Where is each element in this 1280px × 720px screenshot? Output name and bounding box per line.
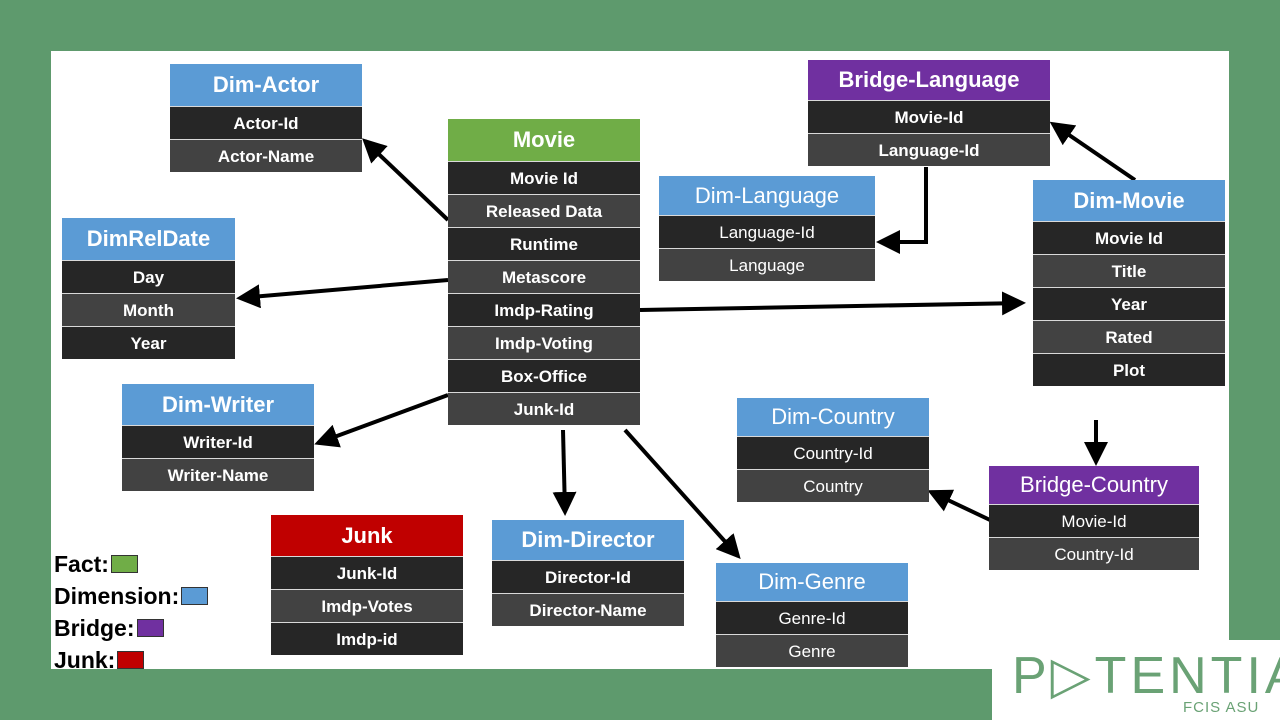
legend-swatch-junk bbox=[117, 651, 145, 669]
table-dim-language: Dim-Language Language-Id Language bbox=[659, 176, 875, 281]
potentia-logo: P▷TENTIA bbox=[1012, 647, 1280, 705]
table-row: Rated bbox=[1033, 320, 1225, 353]
table-dim-genre: Dim-Genre Genre-Id Genre bbox=[716, 563, 908, 667]
legend-item-dimension: Dimension: bbox=[54, 580, 209, 612]
table-row: Country-Id bbox=[989, 537, 1199, 570]
table-row: Language-Id bbox=[808, 133, 1050, 166]
table-title: Dim-Actor bbox=[170, 64, 362, 106]
table-rows: Day Month Year bbox=[62, 260, 235, 359]
table-title: Bridge-Language bbox=[808, 60, 1050, 100]
table-dim-country: Dim-Country Country-Id Country bbox=[737, 398, 929, 502]
table-row: Country bbox=[737, 469, 929, 502]
table-row: Day bbox=[62, 260, 235, 293]
table-row: Imdp-Votes bbox=[271, 589, 463, 622]
table-row: Actor-Id bbox=[170, 106, 362, 139]
table-rows: Country-Id Country bbox=[737, 436, 929, 502]
table-row: Runtime bbox=[448, 227, 640, 260]
table-row: Country-Id bbox=[737, 436, 929, 469]
legend-item-junk: Junk: bbox=[54, 644, 208, 676]
legend-label: Junk: bbox=[54, 646, 116, 673]
table-dim-rel-date: DimRelDate Day Month Year bbox=[62, 218, 235, 359]
table-row: Year bbox=[62, 326, 235, 359]
legend-item-bridge: Bridge: bbox=[54, 612, 208, 644]
table-row: Metascore bbox=[448, 260, 640, 293]
table-dim-actor: Dim-Actor Actor-Id Actor-Name bbox=[170, 64, 362, 172]
table-title: Dim-Movie bbox=[1033, 180, 1225, 221]
table-title: Dim-Country bbox=[737, 398, 929, 436]
table-row: Writer-Id bbox=[122, 425, 314, 458]
table-row: Title bbox=[1033, 254, 1225, 287]
table-rows: Movie Id Released Data Runtime Metascore… bbox=[448, 161, 640, 425]
table-row: Imdp-Rating bbox=[448, 293, 640, 326]
table-row: Junk-Id bbox=[271, 556, 463, 589]
table-title: Dim-Language bbox=[659, 176, 875, 215]
legend-swatch-bridge bbox=[136, 619, 164, 637]
table-rows: Movie-Id Country-Id bbox=[989, 504, 1199, 570]
table-rows: Junk-Id Imdp-Votes Imdp-id bbox=[271, 556, 463, 655]
table-row: Actor-Name bbox=[170, 139, 362, 172]
table-row: Imdp-Voting bbox=[448, 326, 640, 359]
table-row: Genre bbox=[716, 634, 908, 667]
table-bridge-language: Bridge-Language Movie-Id Language-Id bbox=[808, 60, 1050, 166]
legend-label: Bridge: bbox=[54, 614, 135, 641]
logo-subtitle: FCIS ASU bbox=[1183, 699, 1260, 716]
table-junk: Junk Junk-Id Imdp-Votes Imdp-id bbox=[271, 515, 463, 655]
table-row: Movie Id bbox=[1033, 221, 1225, 254]
table-rows: Director-Id Director-Name bbox=[492, 560, 684, 626]
table-title: Dim-Genre bbox=[716, 563, 908, 601]
table-row: Language bbox=[659, 248, 875, 281]
legend-label: Dimension: bbox=[54, 582, 180, 609]
table-dim-movie: Dim-Movie Movie Id Title Year Rated Plot bbox=[1033, 180, 1225, 386]
logo-box bbox=[992, 640, 1280, 720]
table-row: Year bbox=[1033, 287, 1225, 320]
table-title: Movie bbox=[448, 119, 640, 161]
table-row: Language-Id bbox=[659, 215, 875, 248]
table-dim-director: Dim-Director Director-Id Director-Name bbox=[492, 520, 684, 626]
legend-swatch-fact bbox=[110, 555, 138, 573]
table-bridge-country: Bridge-Country Movie-Id Country-Id bbox=[989, 466, 1199, 570]
table-rows: Movie-Id Language-Id bbox=[808, 100, 1050, 166]
legend-swatch-dimension bbox=[181, 587, 209, 605]
table-row: Genre-Id bbox=[716, 601, 908, 634]
table-movie: Movie Movie Id Released Data Runtime Met… bbox=[448, 119, 640, 425]
table-rows: Genre-Id Genre bbox=[716, 601, 908, 667]
table-dim-writer: Dim-Writer Writer-Id Writer-Name bbox=[122, 384, 314, 491]
table-title: Dim-Writer bbox=[122, 384, 314, 425]
table-row: Writer-Name bbox=[122, 458, 314, 491]
table-rows: Language-Id Language bbox=[659, 215, 875, 281]
legend-label: Fact: bbox=[54, 550, 109, 577]
table-row: Box-Office bbox=[448, 359, 640, 392]
table-row: Movie-Id bbox=[808, 100, 1050, 133]
table-rows: Writer-Id Writer-Name bbox=[122, 425, 314, 491]
table-title: Dim-Director bbox=[492, 520, 684, 560]
legend-item-fact: Fact: bbox=[54, 548, 208, 580]
table-row: Month bbox=[62, 293, 235, 326]
table-row: Imdp-id bbox=[271, 622, 463, 655]
table-rows: Actor-Id Actor-Name bbox=[170, 106, 362, 172]
table-row: Released Data bbox=[448, 194, 640, 227]
table-row: Junk-Id bbox=[448, 392, 640, 425]
table-title: Bridge-Country bbox=[989, 466, 1199, 504]
table-row: Plot bbox=[1033, 353, 1225, 386]
legend: Fact: Dimension: Bridge: Junk: bbox=[54, 548, 209, 676]
table-row: Movie Id bbox=[448, 161, 640, 194]
table-title: DimRelDate bbox=[62, 218, 235, 260]
table-rows: Movie Id Title Year Rated Plot bbox=[1033, 221, 1225, 386]
table-row: Director-Id bbox=[492, 560, 684, 593]
table-row: Movie-Id bbox=[989, 504, 1199, 537]
table-title: Junk bbox=[271, 515, 463, 556]
table-row: Director-Name bbox=[492, 593, 684, 626]
